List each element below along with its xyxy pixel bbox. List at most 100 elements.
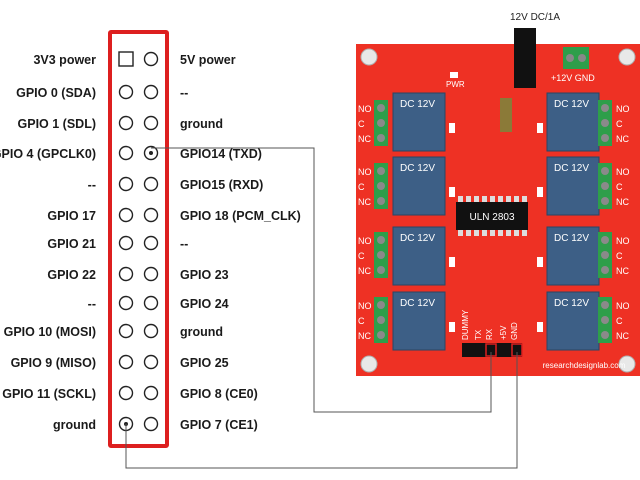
terminal-label: C <box>358 182 365 192</box>
screw-icon <box>601 251 609 259</box>
screw-icon <box>377 197 385 205</box>
screw-icon <box>601 301 609 309</box>
right-pin-label: GPIO 18 (PCM_CLK) <box>180 209 301 223</box>
pin <box>118 295 134 311</box>
gpio-header-outline <box>108 30 169 448</box>
screw-icon <box>601 104 609 112</box>
terminal-label: C <box>616 316 623 326</box>
terminal-label: NC <box>616 266 629 276</box>
pin <box>143 84 159 100</box>
relay-led <box>537 123 543 133</box>
terminal-label: NC <box>358 331 371 341</box>
pin <box>118 115 134 131</box>
right-pin-label: GPIO 25 <box>180 356 229 370</box>
screw-icon <box>377 316 385 324</box>
right-pin-label: 5V power <box>180 53 236 67</box>
right-pin-label: ground <box>180 117 223 131</box>
relay-label: DC 12V <box>400 298 435 309</box>
terminal-label: NC <box>616 197 629 207</box>
gpio-pin-grid <box>118 51 159 432</box>
ic-pin <box>506 196 511 202</box>
ic-pin <box>490 196 495 202</box>
terminal-label: C <box>616 119 623 129</box>
relay-led <box>449 322 455 332</box>
pin <box>143 323 159 339</box>
left-pin-label: 3V3 power <box>33 53 96 67</box>
relay <box>392 92 446 152</box>
screw-icon <box>601 197 609 205</box>
terminal-label: NO <box>616 167 630 177</box>
screw-icon <box>377 331 385 339</box>
header-block <box>462 343 522 357</box>
relay <box>392 156 446 216</box>
right-pin-label: GPIO 7 (CE1) <box>180 418 258 432</box>
pin <box>118 354 134 370</box>
terminal-label: NO <box>616 301 630 311</box>
relay-led <box>537 322 543 332</box>
screw-icon <box>601 134 609 142</box>
screw-icon <box>601 316 609 324</box>
wire-txd-to-tx <box>151 147 492 413</box>
pin <box>118 385 134 401</box>
ic-pin <box>490 230 495 236</box>
relay <box>546 226 600 286</box>
terminal-label: C <box>358 316 365 326</box>
relay-led <box>537 257 543 267</box>
ic-body <box>456 202 528 230</box>
terminal-label: NO <box>358 167 372 177</box>
screw-icon <box>377 134 385 142</box>
screw-icon <box>377 119 385 127</box>
pin <box>143 145 159 161</box>
pin <box>143 176 159 192</box>
right-pin-label: GPIO 8 (CE0) <box>180 387 258 401</box>
screw-icon <box>377 182 385 190</box>
right-pin-label: ground <box>180 325 223 339</box>
right-pin-label: GPIO14 (TXD) <box>180 147 262 161</box>
terminal-label: NC <box>358 134 371 144</box>
ic-pin <box>474 230 479 236</box>
pin <box>143 235 159 251</box>
ic-pin <box>506 230 511 236</box>
ic-pin <box>522 230 527 236</box>
terminal-label: NC <box>358 266 371 276</box>
header-pin-label: TX <box>474 329 483 340</box>
terminal-label: NO <box>358 104 372 114</box>
ic-pin <box>482 196 487 202</box>
left-pin-label: -- <box>88 178 96 192</box>
screw-icon <box>377 301 385 309</box>
power-terminal <box>563 47 589 69</box>
pin <box>143 115 159 131</box>
mounting-hole <box>360 355 378 373</box>
relay-label: DC 12V <box>400 233 435 244</box>
ic-pin <box>466 196 471 202</box>
left-pin-label: GPIO 0 (SDA) <box>16 86 96 100</box>
left-pin-label: -- <box>88 297 96 311</box>
relay-led <box>537 187 543 197</box>
ic-pin <box>458 196 463 202</box>
screw-icon <box>601 119 609 127</box>
relay <box>392 291 446 351</box>
pin <box>143 385 159 401</box>
header-pin-label: GND <box>510 322 519 340</box>
left-pin-label: GPIO 21 <box>47 237 96 251</box>
relay <box>546 156 600 216</box>
screw-icon <box>601 167 609 175</box>
terminal-label: NO <box>616 236 630 246</box>
power-terminal-label: +12V GND <box>551 73 595 83</box>
relay-label: DC 12V <box>554 163 589 174</box>
ic-pin <box>482 230 487 236</box>
screw-icon <box>377 236 385 244</box>
relay-label: DC 12V <box>554 233 589 244</box>
right-pin-label: GPIO 24 <box>180 297 229 311</box>
left-pin-label: GPIO 22 <box>47 268 96 282</box>
mounting-hole <box>618 48 636 66</box>
left-pin-label: GPIO 9 (MISO) <box>11 356 96 370</box>
screw-icon <box>601 266 609 274</box>
ic-pin <box>522 196 527 202</box>
relay-led <box>449 123 455 133</box>
